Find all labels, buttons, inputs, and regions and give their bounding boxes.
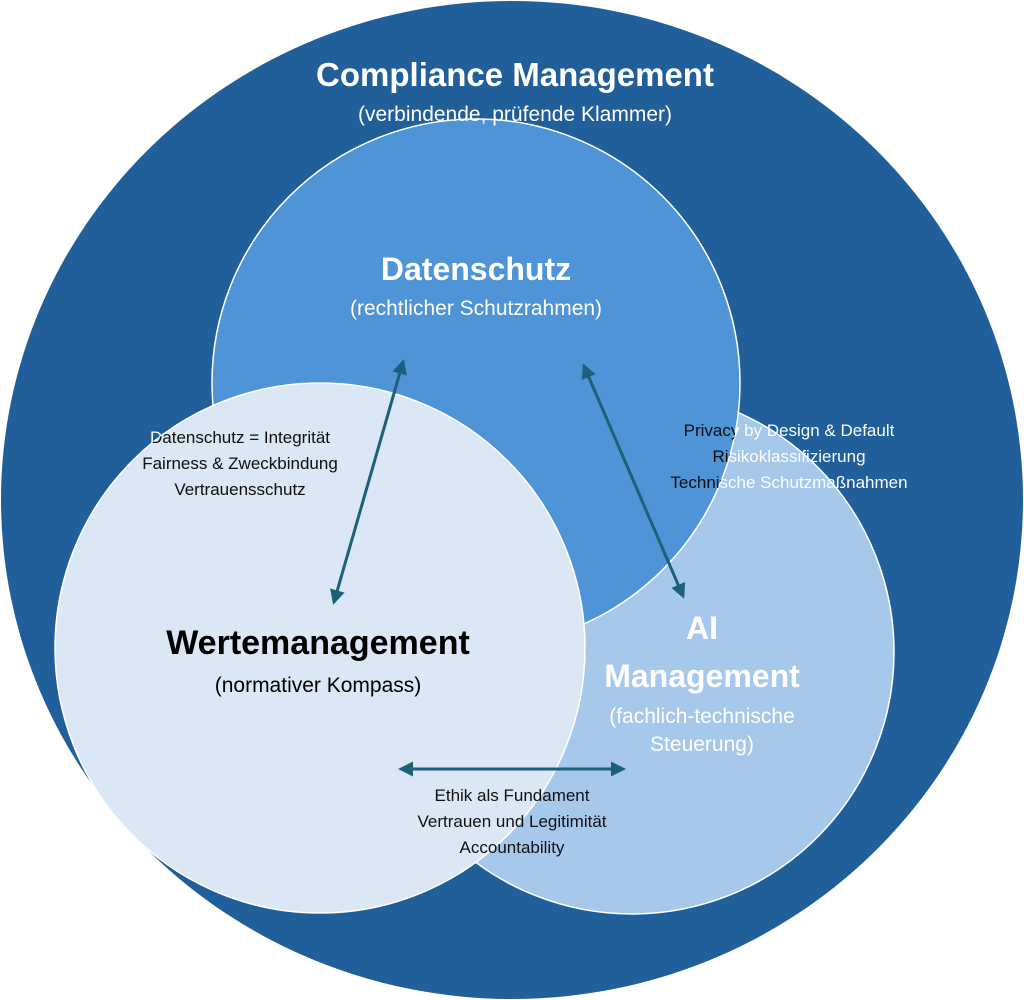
ai-title-line2: Management: [604, 658, 800, 694]
ai-subtitle-line1: (fachlich-technische: [609, 705, 795, 728]
datenschutz-subtitle: (rechtlicher Schutzrahmen): [350, 297, 602, 320]
note-line: Ethik als Fundament: [435, 786, 590, 805]
datenschutz-title: Datenschutz: [381, 251, 571, 287]
arrow-datenschutz-werte: [330, 359, 407, 605]
note-datenschutz-ai: Privacy by Design & Default Risikoklassi…: [670, 421, 907, 492]
wertemanagement-circle: [54, 382, 586, 914]
note-line: Technische Schutzmaßnahmen: [670, 473, 907, 492]
ai-subtitle-line2: Steuerung): [650, 733, 754, 756]
note-line: Fairness & Zweckbindung: [142, 454, 338, 473]
note-line: Accountability: [460, 838, 565, 857]
note-line: Vertrauen und Legitimität: [417, 812, 606, 831]
note-werte-ai: Ethik als Fundament Vertrauen und Legiti…: [417, 786, 606, 857]
arrow-datenschutz-ai: [581, 363, 686, 599]
note-line: Risikoklassifizierung: [712, 447, 865, 466]
wertemanagement-title: Wertemanagement: [166, 624, 470, 662]
compliance-subtitle: (verbindende, prüfende Klammer): [358, 103, 672, 126]
wertemanagement-subtitle: (normativer Kompass): [215, 674, 422, 697]
ai-title-line1: AI: [686, 610, 718, 646]
note-line: Privacy by Design & Default: [684, 421, 895, 440]
compliance-title: Compliance Management: [316, 56, 714, 93]
note-line: Datenschutz = Integrität: [150, 428, 330, 447]
note-datenschutz-werte: Datenschutz = Integrität Fairness & Zwec…: [142, 428, 338, 499]
note-line: Vertrauensschutz: [174, 480, 305, 499]
